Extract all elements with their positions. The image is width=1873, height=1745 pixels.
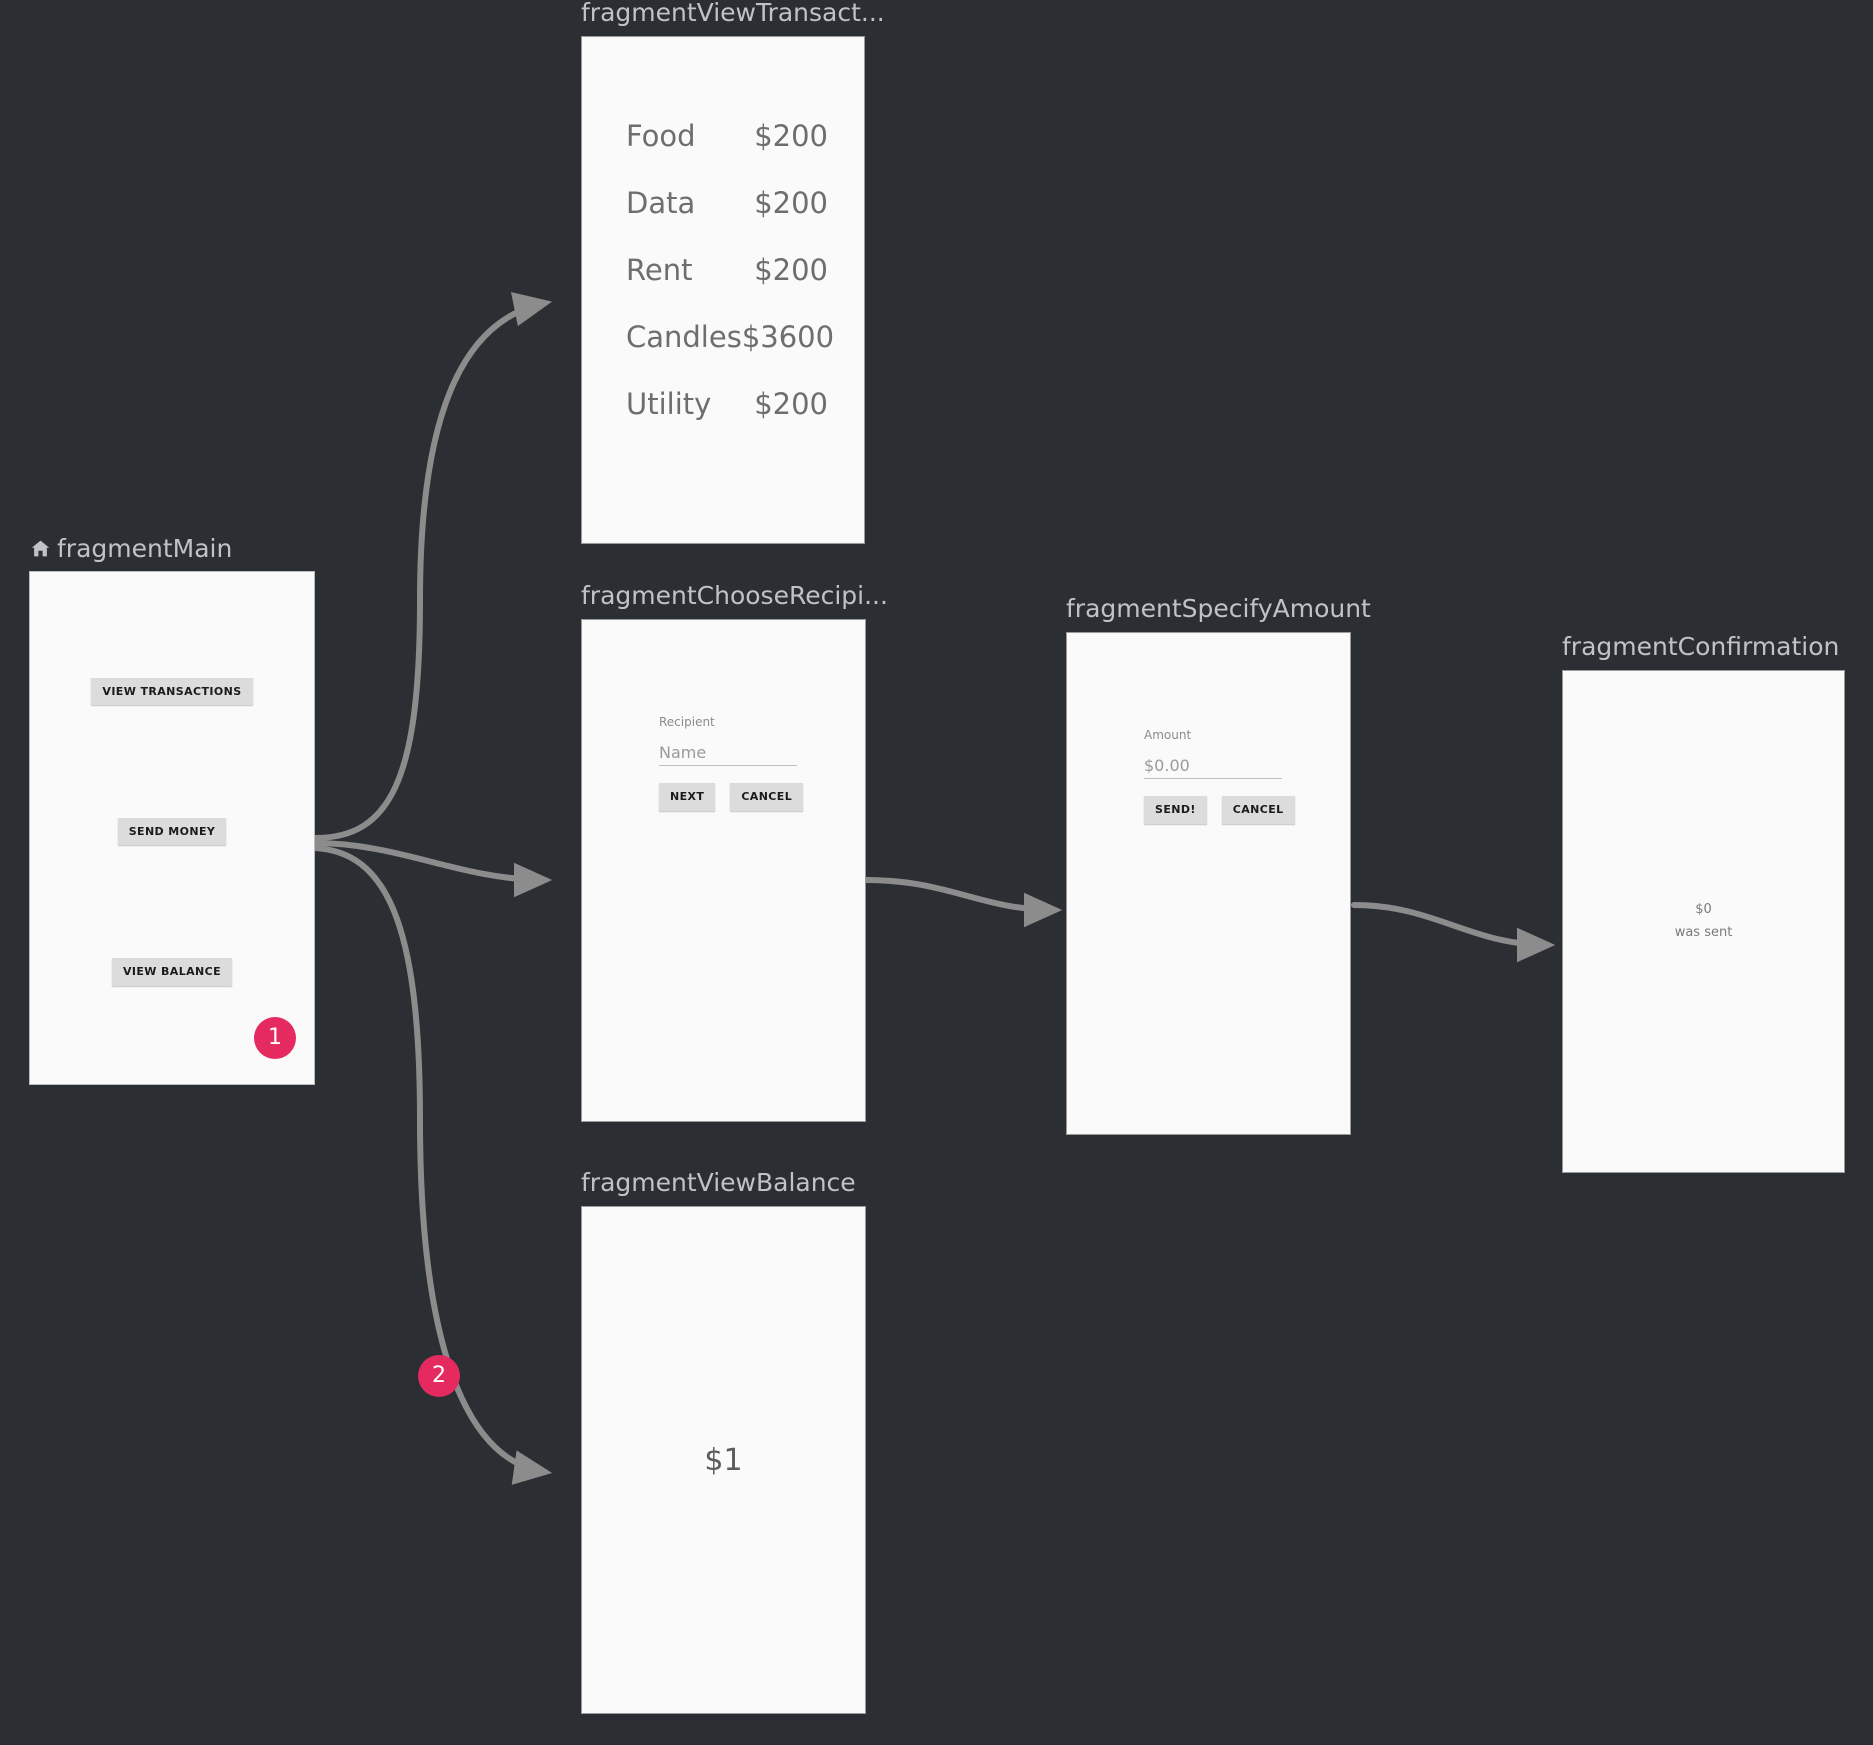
preview-frame-confirmation[interactable]: $0 was sent [1562,670,1845,1173]
choose-recipient-form: Recipient NEXT CANCEL [582,620,865,811]
transaction-name: Data [626,186,696,220]
transaction-amount: $200 [754,119,828,153]
form-button-row: SEND! CANCEL [1144,796,1350,824]
action-main-to-choose-recipient [312,840,553,898]
next-button[interactable]: NEXT [659,783,716,811]
destination-label-view-balance: fragmentViewBalance [581,1170,866,1195]
status-badge[interactable]: 1 [254,1017,296,1059]
destination-label-text: fragmentMain [57,534,233,563]
balance-amount: $1 [704,1442,743,1478]
send-button[interactable]: SEND! [1144,796,1207,824]
preview-frame-choose-recipient[interactable]: Recipient NEXT CANCEL [581,619,866,1122]
destination-fragment-specify-amount[interactable]: fragmentSpecifyAmount Amount SEND! CANCE… [1066,596,1371,1135]
destination-fragment-main[interactable]: fragmentMain VIEW TRANSACTIONS SEND MONE… [29,536,315,1085]
destination-fragment-view-transactions[interactable]: fragmentViewTransact... Food $200 Data $… [581,0,885,544]
preview-frame-main[interactable]: VIEW TRANSACTIONS SEND MONEY VIEW BALANC… [29,571,315,1085]
destination-fragment-choose-recipient[interactable]: fragmentChooseRecipi... Recipient NEXT C… [581,583,888,1122]
destination-label-text: fragmentViewTransact... [581,0,885,27]
destination-label-text: fragmentSpecifyAmount [1066,594,1371,623]
table-row: Food $200 [582,119,864,186]
destination-label-text: fragmentChooseRecipi... [581,581,888,610]
destination-fragment-confirmation[interactable]: fragmentConfirmation $0 was sent [1562,634,1845,1173]
table-row: Rent $200 [582,253,864,320]
table-row: Candles $3600 [582,320,864,387]
recipient-field-label: Recipient [659,715,715,729]
status-badge[interactable]: 2 [418,1355,460,1397]
cancel-button[interactable]: CANCEL [730,783,804,811]
form-button-row: NEXT CANCEL [659,783,865,811]
view-balance-button[interactable]: VIEW BALANCE [111,958,233,986]
cancel-button[interactable]: CANCEL [1221,796,1295,824]
transactions-list: Food $200 Data $200 Rent $200 Candles $3… [582,37,864,454]
home-icon [30,538,51,559]
transaction-amount: $3600 [741,320,835,354]
table-row: Utility $200 [582,387,864,454]
confirmation-message: was sent [1674,925,1733,940]
transaction-amount: $200 [754,186,828,220]
amount-field-label: Amount [1144,728,1192,742]
confirmation-amount: $0 [1695,901,1712,917]
table-row: Data $200 [582,186,864,253]
destination-label-choose-recipient: fragmentChooseRecipi... [581,583,888,608]
recipient-name-input[interactable] [659,743,797,767]
destination-label-main: fragmentMain [30,536,314,561]
confirmation-screen-content: $0 was sent [1563,671,1844,1172]
transaction-amount: $200 [754,253,828,287]
amount-input[interactable] [1144,756,1282,780]
destination-label-confirmation: fragmentConfirmation [1562,634,1845,659]
preview-frame-view-balance[interactable]: $1 [581,1206,866,1714]
transaction-name: Food [626,119,696,153]
preview-frame-specify-amount[interactable]: Amount SEND! CANCEL [1066,632,1351,1135]
destination-label-text: fragmentConfirmation [1562,632,1840,661]
send-money-button[interactable]: SEND MONEY [117,818,227,846]
preview-frame-view-transactions[interactable]: Food $200 Data $200 Rent $200 Candles $3… [581,36,865,544]
view-transactions-button[interactable]: VIEW TRANSACTIONS [91,678,253,706]
destination-label-text: fragmentViewBalance [581,1168,856,1197]
action-specify-amount-to-confirmation [1351,902,1556,963]
transaction-name: Utility [626,387,712,421]
main-screen-content: VIEW TRANSACTIONS SEND MONEY VIEW BALANC… [32,574,312,986]
balance-screen-content: $1 [582,1207,865,1713]
specify-amount-form: Amount SEND! CANCEL [1067,633,1350,824]
action-choose-recipient-to-specify-amount [863,877,1063,928]
transaction-name: Candles [626,320,742,354]
transaction-name: Rent [626,253,693,287]
destination-label-specify-amount: fragmentSpecifyAmount [1066,596,1371,621]
action-main-to-view-transactions [312,292,553,841]
destination-label-view-transactions: fragmentViewTransact... [581,0,885,25]
transaction-amount: $200 [754,387,828,421]
destination-fragment-view-balance[interactable]: fragmentViewBalance $1 [581,1170,866,1714]
